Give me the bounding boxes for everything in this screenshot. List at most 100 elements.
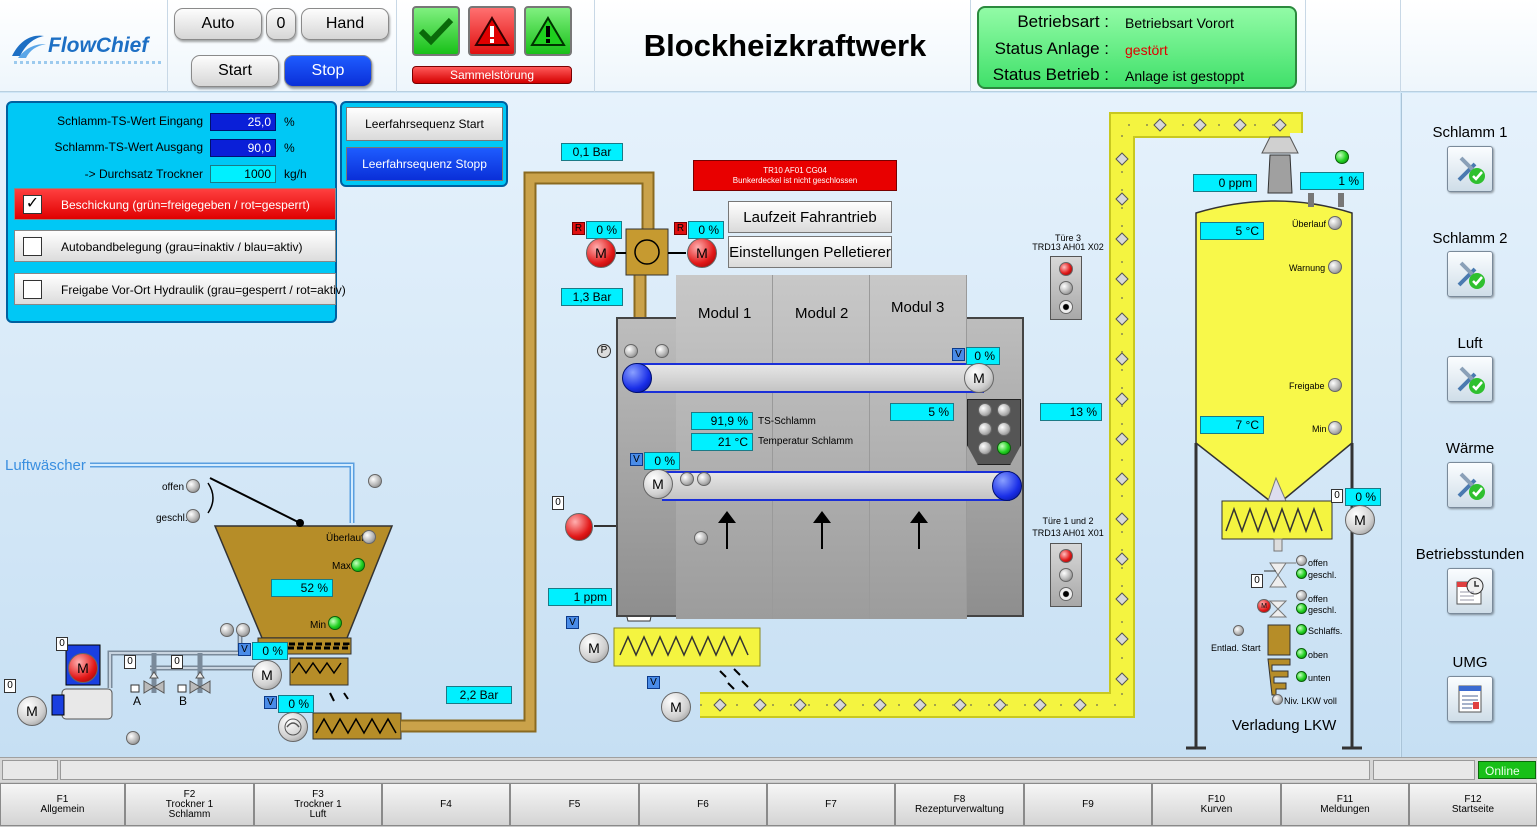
- stop-button[interactable]: Stop: [284, 55, 372, 87]
- fkey-f11-label: Meldungen: [1320, 803, 1370, 815]
- sidebar-button-waerme[interactable]: [1447, 462, 1493, 508]
- pressure-top-value: 0,1 Bar: [561, 143, 623, 161]
- feed-motor[interactable]: M: [252, 660, 282, 690]
- dryer-lamp-1: [624, 344, 638, 358]
- acknowledge-button[interactable]: [412, 6, 460, 56]
- alarm-red-button[interactable]: [468, 6, 516, 56]
- sidebar-button-luft[interactable]: [1447, 356, 1493, 402]
- bunker-lamp-2: [236, 623, 250, 637]
- silo-screw-motor[interactable]: M: [1345, 505, 1375, 535]
- pump-lamp: [126, 731, 140, 745]
- pump-zero-tag: 0: [56, 637, 68, 651]
- tuere12-code: TRD13 AH01 X01: [1032, 528, 1104, 538]
- pump-motor-red[interactable]: M: [68, 653, 98, 683]
- start-button[interactable]: Start: [191, 55, 279, 87]
- fkey-f3-label2: Luft: [309, 808, 327, 820]
- sidebar-label-schlamm2: Schlamm 2: [1432, 230, 1508, 247]
- outlet-lamp-3: [694, 531, 708, 545]
- alarm-banner[interactable]: TR10 AF01 CG04 Bunkerdeckel ist nicht ge…: [693, 160, 897, 191]
- sidebar-button-betriebsstunden[interactable]: [1447, 568, 1493, 614]
- flap-offen-lamp: [186, 479, 200, 493]
- fkey-f7[interactable]: F7: [767, 783, 895, 826]
- fan-right-motor[interactable]: M: [687, 238, 717, 268]
- einstellungen-pelletierer-button[interactable]: Einstellungen Pelletierer: [728, 236, 892, 268]
- bunker-max-lamp: [351, 558, 365, 572]
- sidebar-label-schlamm1: Schlamm 1: [1432, 124, 1508, 141]
- alarm-green-button[interactable]: [524, 6, 572, 56]
- ts-eingang-input[interactable]: 25,0: [210, 113, 276, 131]
- silo-offen1-lamp: [1296, 555, 1307, 566]
- tuere3-black-lamp: [1059, 300, 1073, 314]
- tools-check-icon: [1457, 366, 1485, 394]
- sidebar-button-schlamm2[interactable]: [1447, 251, 1493, 297]
- durchsatz-unit: kg/h: [284, 167, 307, 181]
- fkey-f5-key: F5: [568, 798, 581, 810]
- screw-pump-motor[interactable]: [278, 712, 308, 742]
- fkey-f2-label: Trockner 1: [165, 798, 214, 810]
- ppm-outlet-value: 1 ppm: [548, 588, 612, 606]
- modul-3-label: Modul 3: [891, 299, 945, 316]
- pellet-conveyor-v-tag: V: [566, 616, 579, 629]
- niv-lkw-lamp: [1272, 694, 1283, 705]
- entlad-start-label: Entlad. Start: [1211, 643, 1261, 653]
- zero-button[interactable]: 0: [266, 8, 296, 40]
- luftwaescher-label: Luftwäscher: [5, 457, 86, 474]
- feed-v-value: 0 %: [252, 642, 288, 660]
- valve-a-zero-tag: 0: [124, 655, 136, 669]
- ts-ausgang-input[interactable]: 90,0: [210, 139, 276, 157]
- pellet-conveyor-motor[interactable]: M: [579, 633, 609, 663]
- logo-text: FlowChief: [48, 34, 149, 57]
- belt-bottom-motor[interactable]: M: [643, 469, 673, 499]
- freigabe-hydraulik-toggle[interactable]: Freigabe Vor-Ort Hydraulik (grau=gesperr…: [14, 273, 346, 305]
- leerfahrsequenz-stopp-button[interactable]: Leerfahrsequenz Stopp: [346, 147, 503, 181]
- fkey-f1-key: F1: [56, 793, 69, 805]
- fan-left-value: 0 %: [586, 221, 622, 239]
- durchsatz-input[interactable]: 1000: [210, 165, 276, 183]
- outlet-valve-red[interactable]: [565, 513, 593, 541]
- auto-button[interactable]: Auto: [174, 8, 262, 40]
- leerfahrsequenz-start-button[interactable]: Leerfahrsequenz Start: [346, 107, 503, 141]
- status-cell-3: [1373, 760, 1475, 780]
- valve-b-label: B: [179, 694, 188, 708]
- fkey-f9[interactable]: F9: [1024, 783, 1152, 826]
- sidebar-button-umg[interactable]: [1447, 676, 1493, 722]
- tuere3-code: TRD13 AH01 X02: [1032, 242, 1104, 252]
- ts-schlamm-value: 91,9 %: [691, 412, 753, 430]
- fkey-f12-key: F12: [1464, 793, 1482, 805]
- header-separator: [1400, 0, 1401, 92]
- autoband-toggle[interactable]: Autobandbelegung (grau=inaktiv / blau=ak…: [14, 230, 336, 262]
- tuere12-red-lamp: [1059, 549, 1073, 563]
- dryer-belt-bottom: [662, 471, 1010, 501]
- flap-geschl-lamp: [186, 509, 200, 523]
- pump-drive-motor[interactable]: M: [17, 696, 47, 726]
- valve-a-label: A: [133, 694, 142, 708]
- modul-2-section: [773, 275, 870, 619]
- niv-lkw-label: Niv. LKW voll: [1284, 696, 1337, 706]
- fkey-f5[interactable]: F5: [510, 783, 639, 826]
- silo-valve-motor[interactable]: M: [1257, 599, 1271, 613]
- fkey-f4[interactable]: F4: [382, 783, 510, 826]
- silo-warnung-lamp: [1328, 260, 1342, 274]
- alarm-banner-line2: Bunkerdeckel ist nicht geschlossen: [732, 176, 858, 185]
- sidebar-button-schlamm1[interactable]: [1447, 146, 1493, 192]
- hand-button[interactable]: Hand: [301, 8, 389, 40]
- fan-left-motor[interactable]: M: [586, 238, 616, 268]
- laufzeit-fahrantrieb-button[interactable]: Laufzeit Fahrantrieb: [728, 201, 892, 233]
- belt-top-motor[interactable]: M: [964, 363, 994, 393]
- fkey-f1-label: Allgemein: [40, 803, 85, 815]
- silo-min-lamp: [1328, 421, 1342, 435]
- elevator-motor[interactable]: M: [661, 692, 691, 722]
- tuere3-red-lamp: [1059, 262, 1073, 276]
- bunker-level-value: 52 %: [271, 579, 333, 597]
- fkey-f6[interactable]: F6: [639, 783, 767, 826]
- beschickung-toggle[interactable]: ✓ Beschickung (grün=freigegeben / rot=ge…: [14, 188, 336, 220]
- sammelstoerung-indicator[interactable]: Sammelstörung: [412, 66, 572, 84]
